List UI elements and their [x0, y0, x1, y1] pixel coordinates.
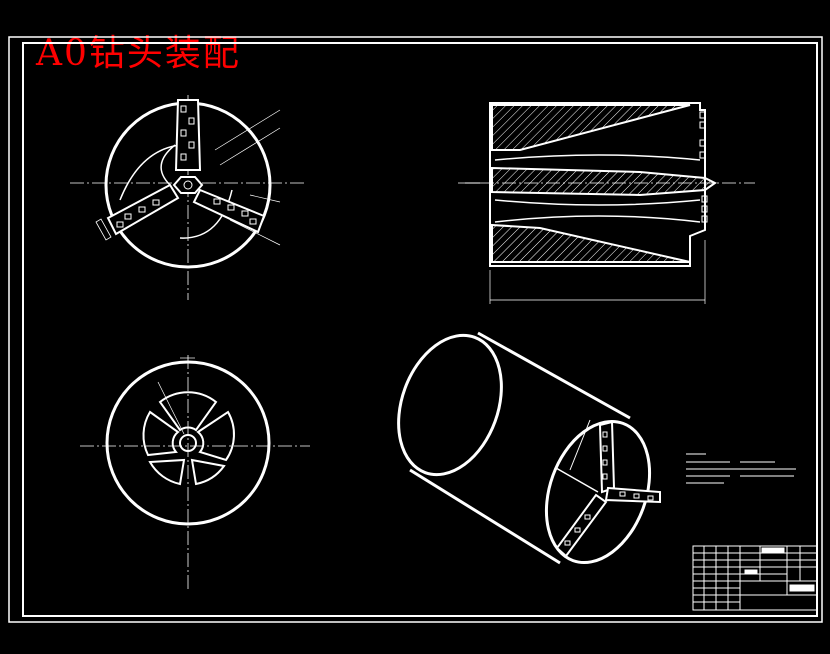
title-block: [692, 545, 818, 611]
outer-border: [8, 36, 823, 623]
side-section-view: [458, 102, 755, 304]
isometric-view: [397, 331, 661, 565]
drawing-title: A0钻头装配: [36, 33, 241, 74]
technical-notes: [686, 453, 796, 484]
inner-border: [22, 42, 818, 617]
front-view: [70, 95, 305, 300]
bottom-view: [80, 355, 310, 590]
